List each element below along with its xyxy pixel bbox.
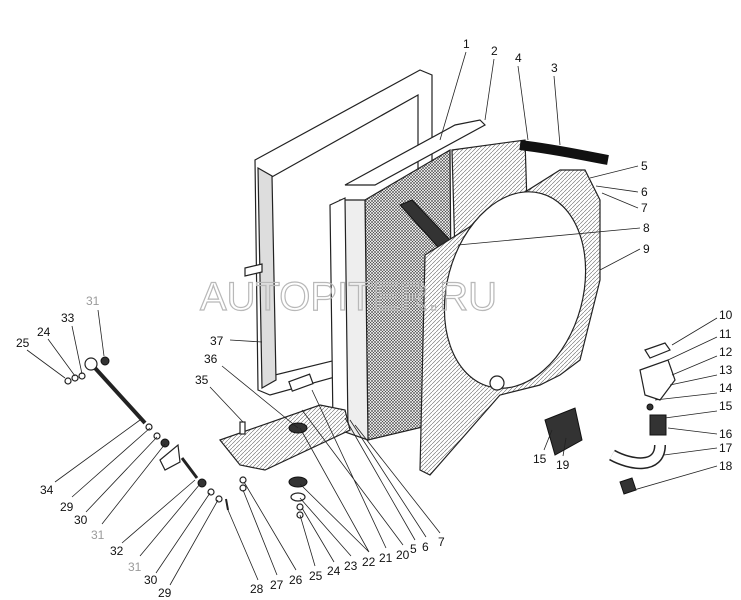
label-8: 8	[643, 221, 650, 235]
upper-hose	[519, 140, 609, 165]
label-19: 19	[556, 458, 570, 472]
label-24: 24	[37, 325, 51, 339]
label-20: 20	[396, 548, 410, 562]
label-33: 33	[61, 311, 75, 325]
label-32: 32	[110, 544, 124, 558]
label-24-b: 24	[327, 564, 341, 578]
label-31-c: 31	[128, 560, 142, 574]
label-11: 11	[719, 327, 732, 341]
label-17: 17	[719, 441, 733, 455]
label-28: 28	[250, 582, 264, 596]
label-14: 14	[719, 381, 733, 395]
label-27: 27	[270, 578, 284, 592]
label-31-b: 31	[91, 528, 105, 542]
label-2: 2	[491, 44, 498, 58]
label-30: 30	[74, 513, 88, 527]
label-15: 15	[719, 399, 733, 413]
label-6-b: 6	[422, 540, 429, 554]
label-12: 12	[719, 345, 733, 359]
label-5-b: 5	[410, 542, 417, 556]
label-30-b: 30	[144, 573, 158, 587]
label-7: 7	[641, 201, 648, 215]
label-10: 10	[719, 308, 733, 322]
label-34: 34	[40, 483, 54, 497]
part-labels: 1 2 3 4 5 6 7 8 9 10 11 12 13 14 15 16 1…	[16, 37, 733, 600]
label-9: 9	[643, 242, 650, 256]
watermark: AUTOPITER.RU	[200, 275, 497, 319]
label-36: 36	[204, 352, 218, 366]
label-13: 13	[719, 363, 733, 377]
label-22: 22	[362, 555, 376, 569]
label-6: 6	[641, 185, 648, 199]
label-3: 3	[551, 61, 558, 75]
tie-rod	[64, 356, 229, 511]
label-18: 18	[719, 459, 733, 473]
label-4: 4	[515, 51, 522, 65]
label-25-b: 25	[309, 569, 323, 583]
label-1: 1	[463, 37, 470, 51]
label-23: 23	[344, 559, 358, 573]
label-25: 25	[16, 336, 30, 350]
leader-lines	[26, 51, 718, 586]
label-31: 31	[86, 294, 100, 308]
label-35: 35	[195, 373, 209, 387]
bottom-bracket	[219, 373, 351, 519]
label-7-b: 7	[438, 535, 445, 549]
thermostat-housing-group	[544, 342, 676, 495]
label-16: 16	[719, 427, 733, 441]
label-37: 37	[210, 334, 224, 348]
label-5: 5	[641, 159, 648, 173]
label-21: 21	[379, 551, 393, 565]
fan-shroud	[419, 169, 601, 476]
label-15-lower: 15	[533, 452, 547, 466]
label-26: 26	[289, 573, 303, 587]
label-29-b: 29	[158, 586, 172, 600]
label-29: 29	[60, 500, 74, 514]
